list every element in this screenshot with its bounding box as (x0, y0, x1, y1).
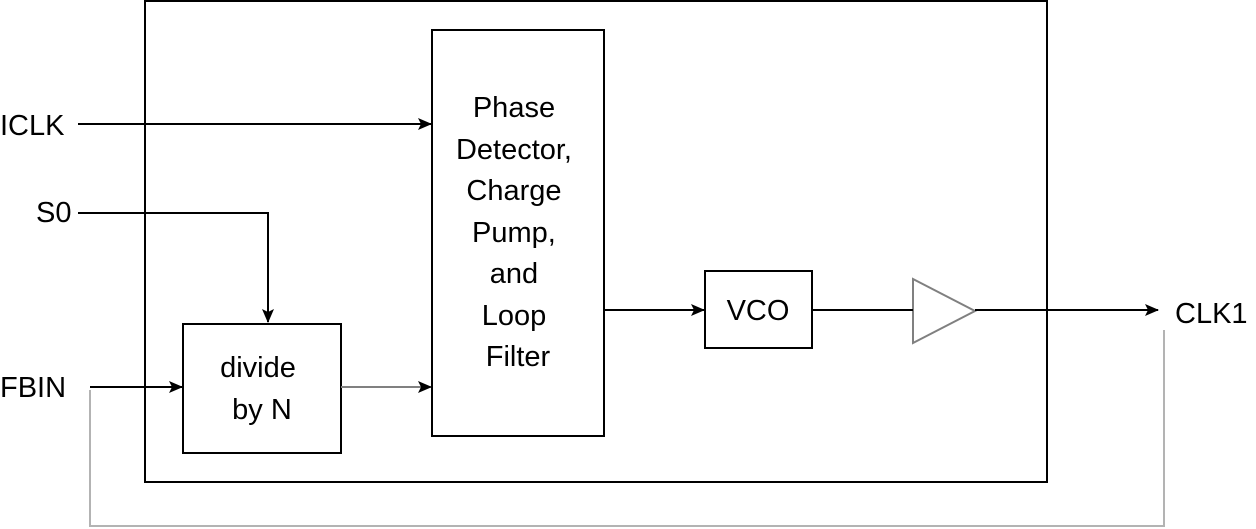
vco-block (704, 270, 813, 349)
fbin-label: FBIN (0, 372, 66, 404)
divider-line-2: by N (232, 394, 292, 426)
chip-boundary (144, 0, 1048, 483)
iclk-label: ICLK (0, 110, 65, 142)
phase-detector-label: Phase Detector, Charge Pump, and Loop Fi… (456, 92, 580, 373)
phase-detector-block (431, 29, 605, 437)
pd-line-1: Phase (473, 92, 555, 124)
clk1-label: CLK1 (1175, 298, 1248, 330)
output-buffer (912, 277, 978, 345)
pd-line-3: Charge (466, 175, 561, 207)
pd-line-2: Detector, (456, 134, 572, 166)
pd-line-6: Loop (482, 300, 547, 332)
pd-line-4: Pump, (472, 217, 556, 249)
pd-line-5: and (490, 258, 538, 290)
divider-label: divide by N (220, 352, 304, 426)
pd-line-7: Filter (486, 341, 551, 373)
vco-label: VCO (727, 295, 790, 327)
divider-line-1: divide (220, 352, 296, 384)
s0-label: S0 (36, 197, 71, 229)
divider-block (182, 323, 342, 454)
feedback-loop-wire (89, 330, 1165, 527)
s0-wire (78, 212, 274, 323)
